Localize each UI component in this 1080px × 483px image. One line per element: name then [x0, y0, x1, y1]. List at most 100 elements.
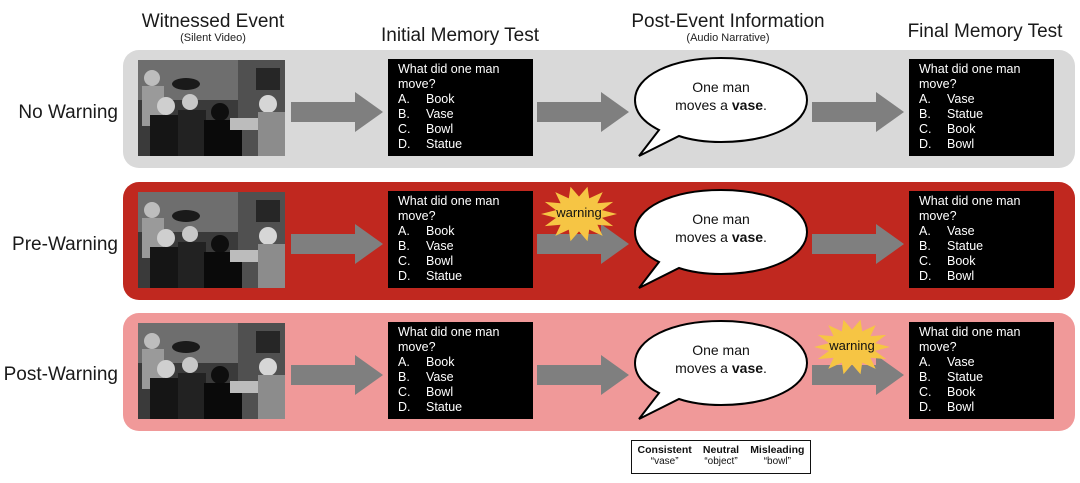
row-label-post-warning: Post-Warning [3, 364, 118, 385]
option-letter: B. [398, 107, 410, 121]
column-title: Witnessed Event [141, 11, 285, 32]
option-text: Vase [426, 239, 454, 253]
option-letter: A. [398, 355, 410, 369]
arrow-icon [812, 224, 904, 264]
row-label-no-warning: No Warning [18, 102, 118, 123]
question-text: What did one man [919, 194, 1021, 208]
option-text: Statue [947, 239, 984, 253]
answer-option: C. Book [919, 122, 1044, 137]
option-text: Vase [426, 370, 454, 384]
narrative-keyword: vase [731, 97, 764, 113]
narrative-line1: One man [692, 211, 750, 227]
legend-item-neutral: Neutral “object” [703, 444, 739, 473]
answer-option: C. Bowl [398, 122, 523, 137]
legend-item-consistent: Consistent “vase” [638, 444, 692, 473]
arrow-icon [537, 355, 629, 395]
option-letter: A. [919, 355, 931, 369]
answer-option: D.Statue [398, 400, 523, 415]
narrative-suffix: . [763, 360, 767, 376]
option-letter: B. [919, 370, 931, 384]
answer-option: B.Statue [919, 239, 1044, 254]
option-letter: B. [398, 370, 410, 384]
question-text: What did one man [919, 325, 1021, 339]
legend-title: Consistent [637, 444, 692, 456]
answer-option: B.Statue [919, 107, 1044, 122]
column-subtitle: (Silent Video) [180, 32, 246, 44]
option-text: Bowl [947, 137, 975, 151]
arrow-icon [537, 224, 629, 264]
witnessed-event-video-still [138, 60, 285, 156]
question-text: What did one man [398, 62, 500, 76]
option-text: Statue [426, 137, 463, 151]
option-text: Vase [947, 355, 975, 369]
answer-option: A. Vase [919, 92, 1044, 107]
answer-option: D. Bowl [919, 400, 1044, 415]
witnessed-event-video-still [138, 192, 285, 288]
narrative-line2: moves a [675, 360, 732, 376]
option-text: Bowl [426, 254, 454, 268]
question-text: move? [919, 340, 957, 354]
answer-option: B. Vase [398, 370, 523, 385]
option-letter: A. [919, 92, 931, 106]
option-letter: D. [398, 137, 411, 151]
option-letter: B. [919, 107, 931, 121]
question-text: What did one man [398, 325, 500, 339]
legend-example: “bowl” [763, 456, 791, 467]
option-text: Bowl [426, 122, 454, 136]
legend-example: “vase” [650, 456, 679, 467]
narrative-condition-legend: Consistent “vase” Neutral “object” Misle… [631, 440, 811, 474]
question-text: move? [919, 77, 957, 91]
arrow-icon [291, 355, 383, 395]
legend-item-misleading: Misleading “bowl” [750, 444, 804, 473]
question-text: What did one man [919, 62, 1021, 76]
answer-option: C.Bowl [398, 385, 523, 400]
option-text: Bowl [947, 400, 975, 414]
option-letter: C. [919, 385, 932, 399]
narrative-line1: One man [692, 342, 750, 358]
option-text: Book [947, 122, 976, 136]
option-text: Book [947, 254, 976, 268]
option-letter: D. [919, 400, 932, 414]
warning-label: warning [829, 338, 875, 353]
narrative-line1: One man [692, 79, 750, 95]
option-text: Statue [426, 269, 463, 283]
option-letter: C. [398, 122, 411, 136]
column-header-post-event-information: Post-Event Information (Audio Narrative) [613, 12, 843, 44]
narrative-line2: moves a [675, 97, 732, 113]
answer-option: A.Book [398, 355, 523, 370]
warning-burst-icon: warning [813, 318, 891, 376]
option-letter: C. [398, 385, 411, 399]
answer-option: A.Vase [919, 224, 1044, 239]
legend-title: Neutral [702, 444, 740, 456]
column-title: Post-Event Information [631, 11, 825, 32]
warning-label: warning [556, 205, 602, 220]
arrow-icon [291, 92, 383, 132]
option-text: Vase [947, 92, 975, 106]
column-title: Initial Memory Test [380, 25, 540, 46]
answer-option: D. Statue [398, 137, 523, 152]
option-letter: D. [919, 137, 932, 151]
answer-option: A. Vase [919, 355, 1044, 370]
column-header-witnessed-event: Witnessed Event (Silent Video) [128, 12, 298, 44]
option-letter: B. [398, 239, 410, 253]
option-letter: D. [398, 400, 411, 414]
answer-option: B.Vase [398, 107, 523, 122]
question-text: move? [919, 209, 957, 223]
option-letter: C. [919, 122, 932, 136]
answer-option: D. Bowl [919, 137, 1044, 152]
option-text: Statue [947, 370, 984, 384]
row-label-pre-warning: Pre-Warning [12, 234, 118, 255]
narrative-suffix: . [763, 97, 767, 113]
answer-option: C. Book [919, 385, 1044, 400]
option-text: Book [947, 385, 976, 399]
column-header-initial-memory-test: Initial Memory Test [365, 26, 555, 45]
